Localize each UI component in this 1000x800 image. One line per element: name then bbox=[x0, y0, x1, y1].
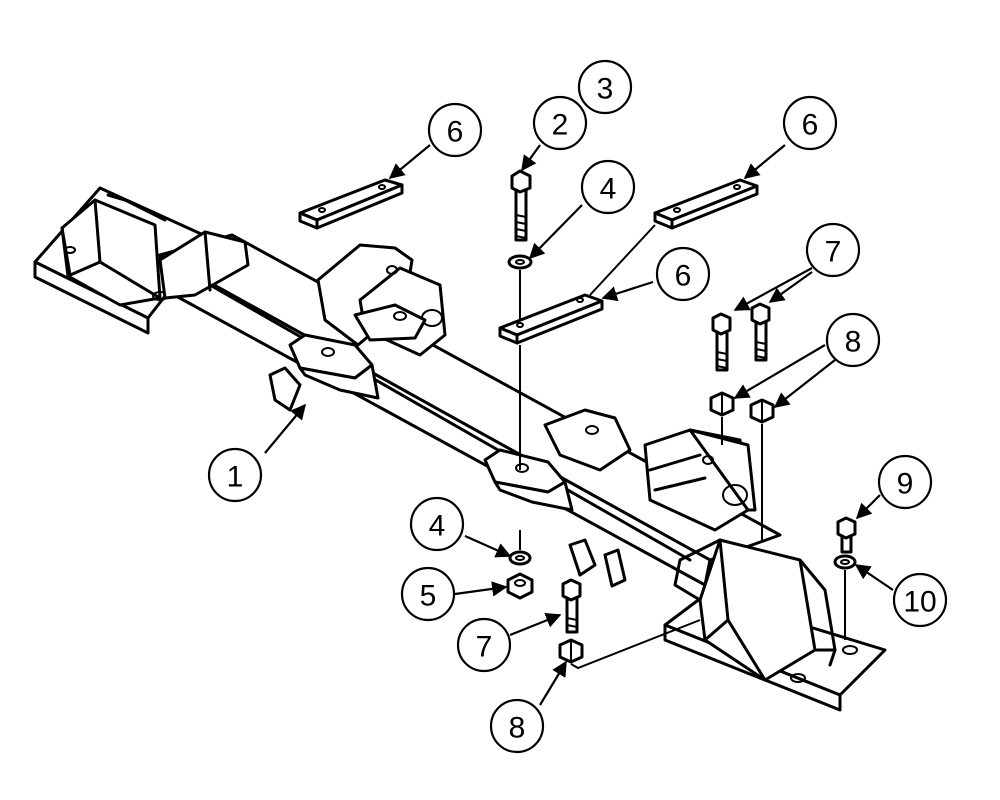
callout-4b: 4 bbox=[409, 496, 465, 552]
plate-middle bbox=[498, 293, 604, 345]
main-frame bbox=[33, 186, 887, 712]
svg-text:2: 2 bbox=[552, 109, 569, 142]
main-tube bbox=[158, 230, 782, 587]
leader-6c bbox=[601, 280, 654, 302]
callout-8b: 8 bbox=[489, 698, 545, 754]
svg-text:6: 6 bbox=[802, 109, 819, 142]
leader-1 bbox=[264, 403, 306, 454]
leader-8a2 bbox=[773, 359, 836, 408]
plate-top-left bbox=[298, 178, 404, 230]
leader-6b bbox=[743, 144, 786, 179]
leader-5 bbox=[454, 581, 508, 597]
leader-4a bbox=[528, 204, 583, 260]
svg-text:3: 3 bbox=[597, 73, 614, 106]
svg-text:5: 5 bbox=[420, 580, 437, 613]
svg-text:4: 4 bbox=[429, 510, 446, 543]
bracket-left bbox=[268, 333, 380, 412]
callout-6b: 6 bbox=[782, 95, 838, 151]
leader-9 bbox=[855, 494, 881, 520]
callout-2: 2 bbox=[532, 95, 588, 151]
leader-7a2 bbox=[768, 271, 813, 303]
plate-top-right bbox=[653, 178, 759, 230]
bracket-right bbox=[483, 448, 627, 588]
callout-5: 5 bbox=[400, 566, 456, 622]
nut-8-lower bbox=[558, 638, 584, 664]
callout-7b: 7 bbox=[456, 617, 512, 673]
callout-10: 10 bbox=[892, 572, 948, 628]
callout-4a: 4 bbox=[580, 159, 636, 215]
washer-top bbox=[507, 254, 533, 270]
svg-text:1: 1 bbox=[227, 461, 244, 494]
svg-text:7: 7 bbox=[825, 236, 842, 269]
svg-text:4: 4 bbox=[600, 173, 617, 206]
leader-4b bbox=[464, 534, 512, 558]
callout-9: 9 bbox=[877, 454, 933, 510]
leader-7b bbox=[509, 612, 562, 637]
svg-text:8: 8 bbox=[845, 326, 862, 359]
svg-text:8: 8 bbox=[509, 712, 526, 745]
nut-8a bbox=[709, 391, 735, 417]
clevis-left bbox=[316, 243, 447, 357]
nut-8b bbox=[749, 398, 775, 424]
nut-5 bbox=[506, 572, 534, 600]
leader-10 bbox=[854, 564, 894, 591]
callout-1: 1 bbox=[207, 447, 263, 503]
leader-8b bbox=[539, 660, 567, 706]
bolt-7a bbox=[711, 312, 732, 372]
leader-6a bbox=[388, 144, 431, 179]
clevis-right bbox=[543, 408, 757, 532]
callout-3: 3 bbox=[577, 59, 633, 115]
callout-6a: 6 bbox=[427, 102, 483, 158]
bolt-7b bbox=[750, 302, 771, 362]
washer-10 bbox=[833, 554, 857, 570]
leader-2 bbox=[521, 144, 541, 172]
bolt-9 bbox=[836, 516, 857, 554]
svg-text:6: 6 bbox=[675, 260, 692, 293]
callout-8a: 8 bbox=[825, 312, 881, 368]
bolt-7-lower bbox=[561, 578, 582, 634]
callout-6c: 6 bbox=[655, 246, 711, 302]
svg-text:7: 7 bbox=[476, 631, 493, 664]
svg-text:9: 9 bbox=[897, 468, 914, 501]
leader-7a1 bbox=[733, 267, 813, 311]
svg-text:6: 6 bbox=[447, 116, 464, 149]
leader-8a1 bbox=[733, 344, 826, 399]
svg-text:10: 10 bbox=[903, 586, 936, 619]
callout-7a: 7 bbox=[805, 222, 861, 278]
right-end-mount bbox=[663, 538, 887, 712]
washer-lower bbox=[508, 550, 532, 566]
bolt-top bbox=[510, 169, 532, 242]
